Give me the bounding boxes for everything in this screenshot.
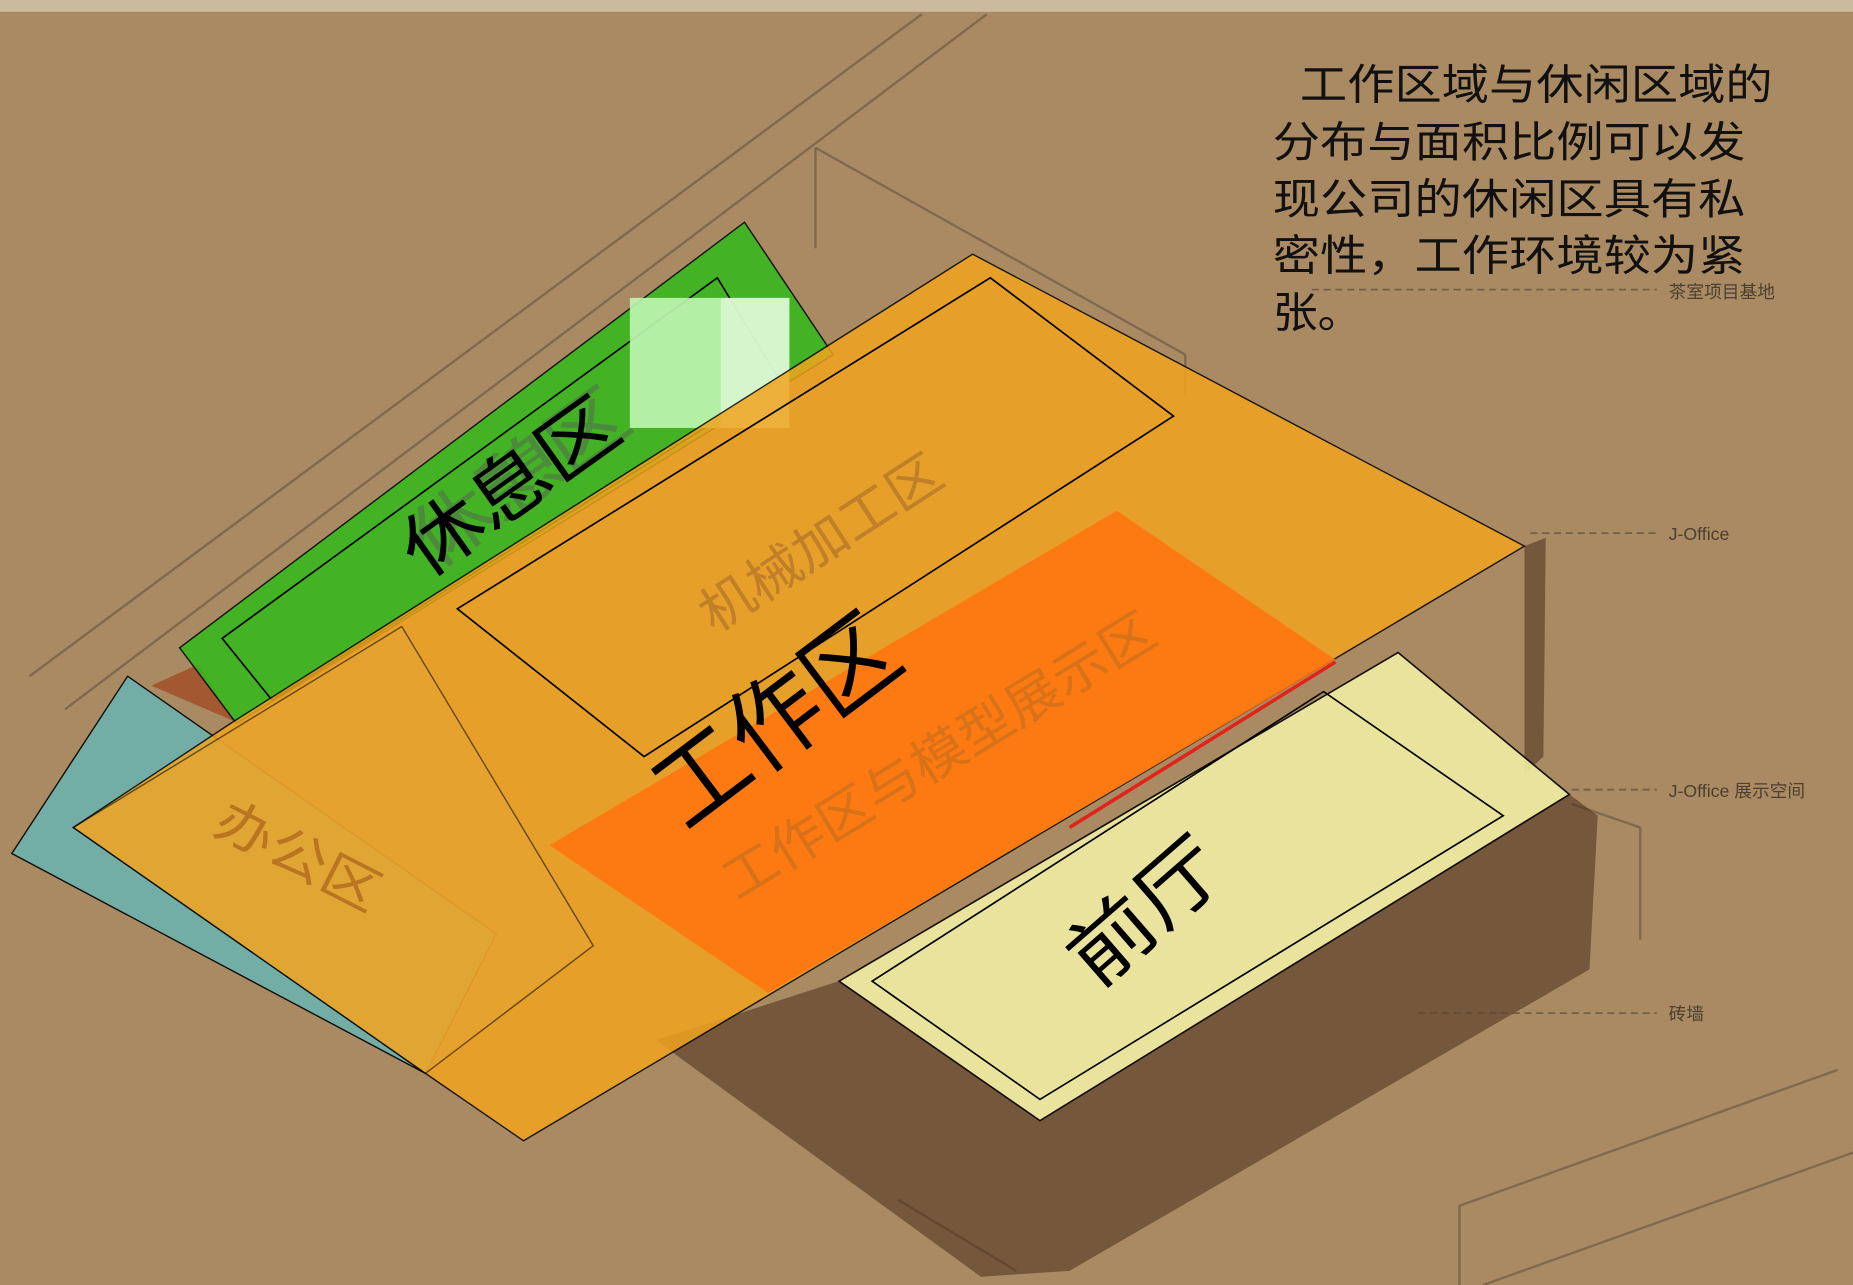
description-paragraph: 工作区域与休闲区域的 分布与面积比例可以发 现公司的休闲区具有私 密性，工作环境… — [1273, 61, 1773, 338]
top-strip — [0, 0, 1853, 12]
description-line: 现公司的休闲区具有私 — [1273, 176, 1746, 225]
lobby-zone-area — [837, 651, 1571, 1122]
roof-line — [28, 13, 923, 678]
brown-zone-sliver — [151, 664, 234, 722]
description-line: 工作区域与休闲区域的 — [1300, 61, 1773, 110]
description-line: 密性，工作环境较为紧 — [1273, 233, 1746, 282]
roof-line — [64, 13, 988, 711]
description-line: 分布与面积比例可以发 — [1273, 119, 1746, 168]
description-line: 张。 — [1273, 289, 1363, 338]
callout-tea-room-site: 茶室项目基地 — [1669, 282, 1776, 302]
callout-j-office: J-Office — [1669, 524, 1730, 544]
brick-wall-side — [1524, 537, 1546, 775]
roof-line — [814, 146, 1186, 356]
callouts: 茶室项目基地 J-Office J-Office 展示空间 砖墙 — [1311, 282, 1806, 1024]
office-zone-area — [71, 625, 595, 1075]
callout-j-office-exhibition: J-Office 展示空间 — [1669, 781, 1806, 801]
ground-line — [1459, 1068, 1839, 1207]
ground-line — [1482, 1151, 1853, 1285]
machining-zone-outline — [455, 276, 1175, 758]
callout-brick-wall: 砖墙 — [1669, 1004, 1704, 1024]
display-zone-area — [549, 510, 1336, 994]
lobby-zone-inner-outline — [870, 690, 1505, 1101]
brick-wall-front — [655, 794, 1598, 1277]
display-zone-red-edge — [1068, 660, 1337, 830]
